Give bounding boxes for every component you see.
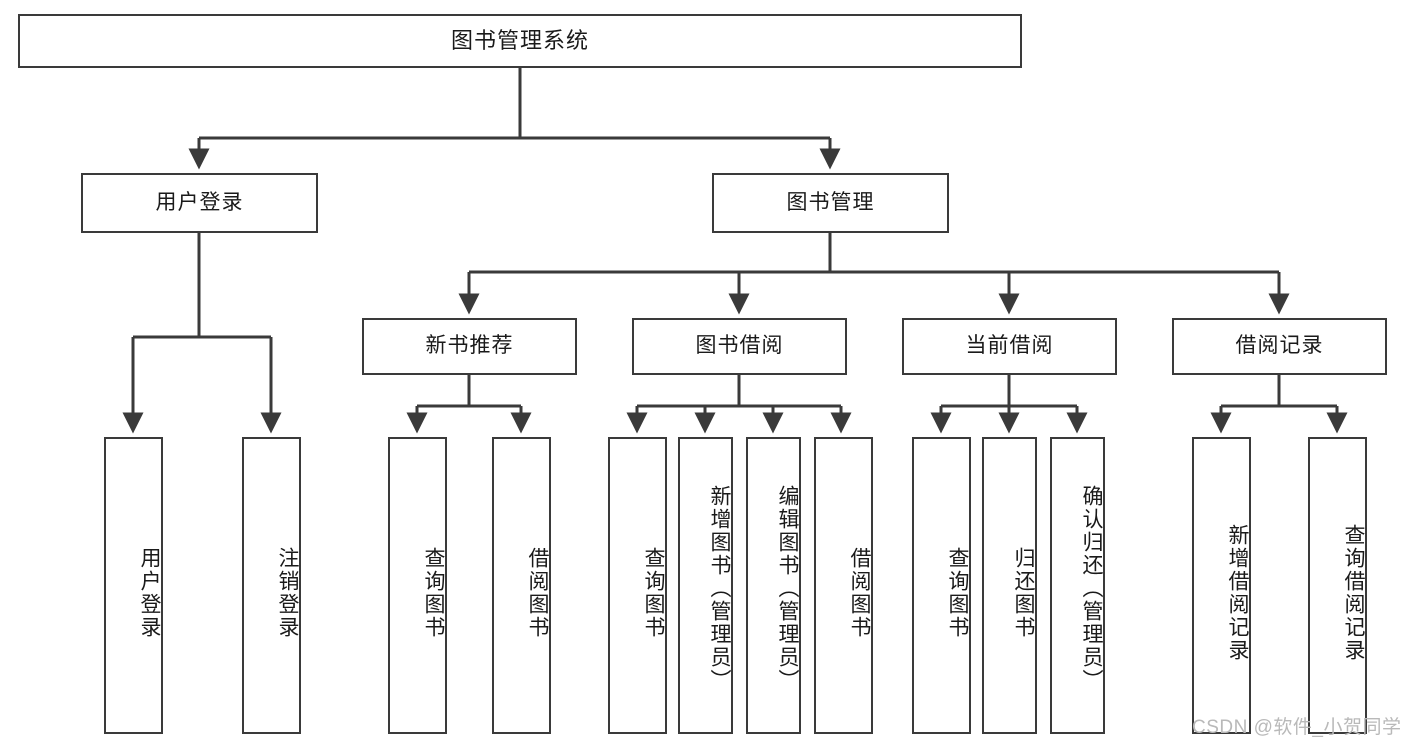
- leaf-book-borrow-add-book-admin[interactable]: 新增图书（管理员）: [678, 437, 733, 734]
- leaf-user-login-login[interactable]: 用户登录: [104, 437, 163, 734]
- leaf-user-login-logout[interactable]: 注销登录: [242, 437, 301, 734]
- leaf-borrow-record-add-record[interactable]: 新增借阅记录: [1192, 437, 1251, 734]
- leaf-book-borrow-edit-book-admin[interactable]: 编辑图书（管理员）: [746, 437, 801, 734]
- leaf-new-book-query-book[interactable]: 查询图书: [388, 437, 447, 734]
- node-borrow-record[interactable]: 借阅记录: [1172, 318, 1387, 375]
- node-current-borrow[interactable]: 当前借阅: [902, 318, 1117, 375]
- node-book-management[interactable]: 图书管理: [712, 173, 949, 233]
- leaf-book-borrow-borrow-book[interactable]: 借阅图书: [814, 437, 873, 734]
- node-new-book-recommend[interactable]: 新书推荐: [362, 318, 577, 375]
- leaf-new-book-borrow-book[interactable]: 借阅图书: [492, 437, 551, 734]
- leaf-book-borrow-query-book[interactable]: 查询图书: [608, 437, 667, 734]
- node-root-book-management-system[interactable]: 图书管理系统: [18, 14, 1022, 68]
- node-user-login[interactable]: 用户登录: [81, 173, 318, 233]
- leaf-borrow-record-query-record[interactable]: 查询借阅记录: [1308, 437, 1367, 734]
- leaf-current-borrow-query-book[interactable]: 查询图书: [912, 437, 971, 734]
- leaf-current-borrow-return-book[interactable]: 归还图书: [982, 437, 1037, 734]
- node-book-borrow[interactable]: 图书借阅: [632, 318, 847, 375]
- leaf-current-borrow-confirm-return-admin[interactable]: 确认归还（管理员）: [1050, 437, 1105, 734]
- csdn-watermark: CSDN @软件_小贺同学: [1192, 717, 1402, 738]
